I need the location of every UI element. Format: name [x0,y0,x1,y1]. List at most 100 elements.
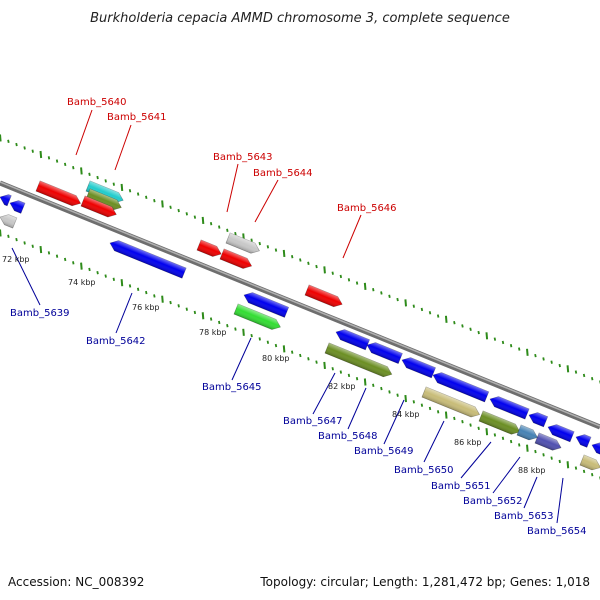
gene-label: Bamb_5650 [394,465,454,476]
inner-tick [274,343,278,348]
gene-arrow [432,372,490,403]
gene-label: Bamb_5649 [354,446,414,457]
inner-tick [80,262,83,270]
gene-label: Bamb_5642 [86,336,146,347]
gene-features [0,180,600,471]
gene-label: Bamb_5644 [253,168,313,179]
inner-tick [177,304,180,308]
inner-tick [485,428,489,436]
gene-arrow [304,284,343,308]
gene-label: Bamb_5653 [494,511,554,522]
outer-tick [88,172,91,176]
gene-label: Bamb_5640 [67,97,127,108]
gene-arrow [243,292,290,318]
inner-tick [104,274,107,278]
outer-tick [461,324,464,328]
outer-tick [315,264,318,269]
outer-tick [128,189,132,193]
gene-label: Bamb_5646 [337,203,397,214]
gene-arrow [575,434,592,448]
gene-label: Bamb_5641 [107,112,167,123]
inner-tick [250,333,253,338]
gene-arrow [225,232,260,254]
outer-tick [558,363,561,368]
inner-tick [185,307,188,311]
leader-line [231,337,252,381]
outer-tick [550,360,553,364]
outer-tick [388,294,391,298]
gene-arrow [324,342,393,378]
outer-tick [291,255,294,259]
leader-line [460,441,492,479]
inner-tick [591,473,594,477]
leader-line [114,124,132,171]
outer-tick [412,304,415,308]
outer-tick [7,139,10,143]
gene-label: Bamb_5643 [213,152,273,163]
gene-arrow [516,424,538,441]
scale-label: 74 kbp [68,278,96,287]
gene-arrow [80,195,117,218]
inner-tick [582,469,586,474]
outer-tick [363,282,367,290]
inner-tick [63,257,67,262]
inner-tick-ring [0,229,600,480]
outer-tick [331,271,334,275]
inner-tick [234,327,237,331]
gene-arrow [219,248,253,269]
outer-tick [209,222,213,226]
outer-tick [420,307,424,312]
gene-arrow [9,200,26,214]
outer-tick [0,134,2,142]
gene-arrow [233,303,281,330]
leader-line [383,399,405,445]
inner-tick [209,317,213,321]
outer-tick [493,337,497,341]
leader-line [423,420,445,463]
outer-tick [15,142,18,147]
inner-tick [461,420,464,424]
leader-line [347,387,367,430]
inner-tick [266,340,270,344]
outer-tick [436,314,440,318]
inner-tick [242,328,245,336]
outer-tick [404,299,408,307]
outer-tick [169,205,172,209]
inner-tick [404,394,408,403]
outer-tick [55,159,59,163]
gene-arrow [534,432,562,451]
outer-tick [274,248,278,252]
gene-arrow [335,329,370,351]
gene-arrow [0,214,18,229]
outer-tick [396,297,399,302]
inner-tick [363,378,367,386]
outer-tick [177,208,180,213]
inner-tick [372,383,375,387]
gene-arrow [547,424,575,443]
inner-tick [47,251,51,255]
inner-tick [534,449,537,454]
inner-tick [161,295,164,303]
inner-tick [15,237,18,242]
scale-label: 78 kbp [199,328,227,337]
gene-label: Bamb_5648 [318,431,378,442]
outer-tick [444,315,448,323]
outer-tick [347,278,351,282]
outer-tick [453,320,456,325]
outer-tick [372,287,375,292]
inner-tick [444,411,448,419]
outer-tick [509,344,513,348]
accession-text: Accession: NC_008392 [8,575,144,589]
outer-tick [23,146,26,150]
outer-tick [234,231,237,236]
inner-tick [120,279,124,287]
outer-tick [282,249,286,257]
outer-tick [39,150,43,159]
inner-tick [128,284,132,288]
outer-tick [63,162,67,167]
inner-tick [7,234,10,238]
scale-label: 76 kbp [132,303,160,312]
outer-tick [534,353,537,358]
outer-tick [136,192,140,196]
